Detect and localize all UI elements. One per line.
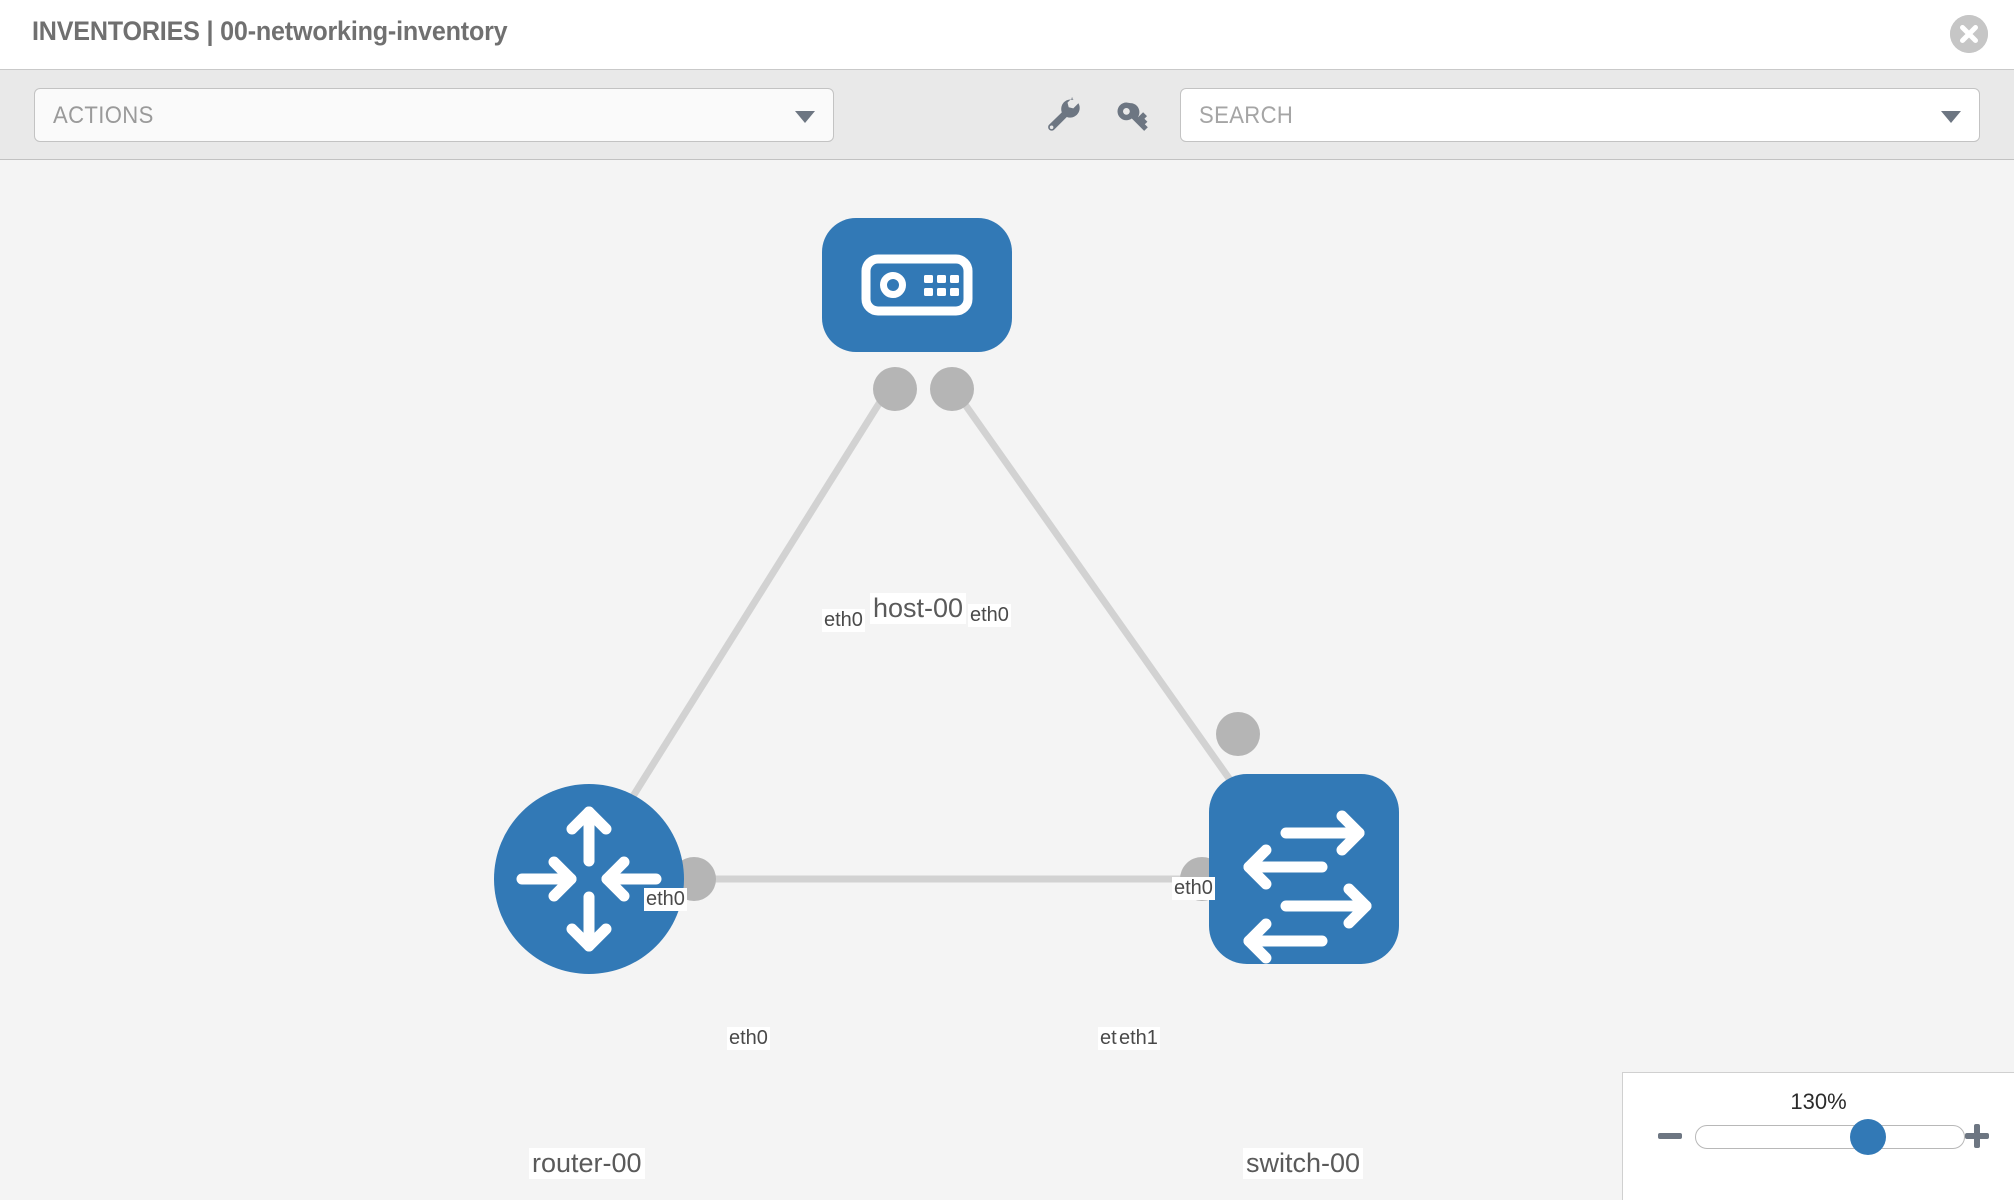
iface-label-host-right: eth0 (968, 604, 1011, 627)
search-placeholder: SEARCH (1199, 102, 1294, 129)
connector-host-right (930, 367, 974, 411)
zoom-slider-track[interactable] (1695, 1125, 1965, 1149)
plus-icon[interactable] (1962, 1121, 1992, 1151)
actions-dropdown[interactable]: ACTIONS (34, 88, 834, 142)
wrench-icon[interactable] (1040, 96, 1084, 136)
edge-host-router (627, 384, 893, 803)
close-icon[interactable] (1950, 15, 1988, 53)
node-label-switch-00: switch-00 (1243, 1148, 1364, 1180)
topology-canvas[interactable]: host-00 router-00 switch-00 eth0 eth0 et… (0, 161, 2014, 1200)
iface-label-router-up: eth0 (644, 888, 687, 911)
minus-icon[interactable] (1655, 1121, 1685, 1151)
chevron-down-icon[interactable] (1941, 111, 1961, 123)
iface-label-switch-left-eth1: eth1 (1117, 1027, 1160, 1050)
node-label-router-00: router-00 (529, 1148, 645, 1180)
zoom-level-label: 130% (1790, 1089, 1847, 1114)
server-icon (861, 254, 973, 316)
page-title: INVENTORIES | 00-networking-inventory (32, 16, 508, 46)
actions-dropdown-label: ACTIONS (53, 102, 154, 129)
topology-edges (627, 383, 1250, 883)
iface-label-switch-up: eth0 (1172, 877, 1215, 900)
node-router-00 (494, 784, 684, 974)
zoom-control-panel: 130% (1622, 1072, 2014, 1200)
toolbar: ACTIONS SEARCH (0, 70, 2014, 160)
key-icon[interactable] (1110, 96, 1154, 136)
iface-label-host-left: eth0 (822, 609, 865, 632)
page-header: INVENTORIES | 00-networking-inventory (0, 0, 2014, 70)
chevron-down-icon (795, 111, 815, 123)
switch-icon (1243, 810, 1372, 964)
node-switch-00 (1209, 774, 1399, 964)
iface-label-router-right: eth0 (727, 1027, 770, 1050)
connector-switch-top (1216, 712, 1260, 756)
edge-host-switch (949, 383, 1248, 804)
node-host-00 (822, 218, 1012, 352)
router-icon (516, 806, 662, 952)
search-input[interactable]: SEARCH (1180, 88, 1980, 142)
node-label-host-00: host-00 (870, 593, 967, 625)
zoom-slider-thumb[interactable] (1850, 1119, 1886, 1155)
connector-host-left (873, 367, 917, 411)
topology-connectors (672, 367, 1260, 901)
